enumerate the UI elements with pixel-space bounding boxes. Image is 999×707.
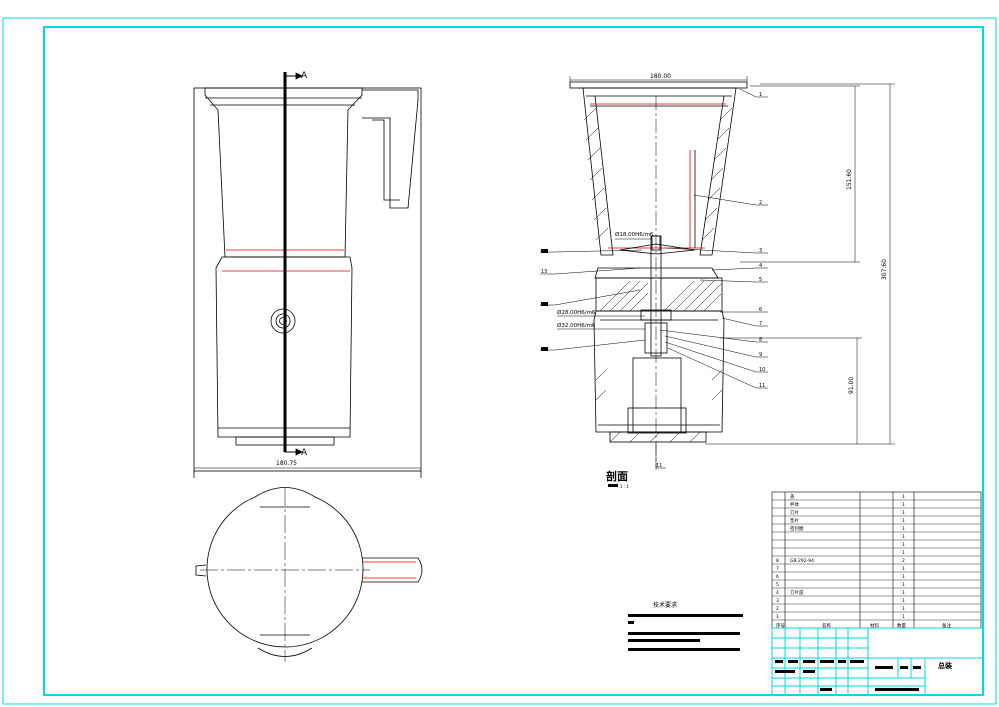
bom-cell-no: 3 (776, 598, 779, 604)
fit-bearing1: Ø28.00H6/m6 (557, 309, 596, 316)
motor (632, 357, 682, 433)
bom-cell-qty: 1 (902, 510, 905, 516)
callout-9: 9 (759, 352, 762, 358)
outer-frame (2, 17, 997, 705)
cup-base (594, 267, 719, 279)
callout-bottom: 11 (656, 463, 662, 469)
top-view-handle (362, 557, 423, 583)
bom-cell-qty: 1 (902, 550, 905, 556)
bom-cell-no: 8 (776, 558, 779, 564)
bom-cell-qty: 1 (902, 502, 905, 508)
bom-cell-qty: 1 (902, 518, 905, 524)
callout-1: 1 (759, 92, 762, 98)
section-view (569, 81, 748, 470)
bom-cell-qty: 1 (902, 614, 905, 620)
callout-10: 10 (759, 367, 765, 373)
left-callout-marks (541, 249, 548, 351)
top-view (195, 487, 423, 662)
bom-cell-qty: 1 (902, 566, 905, 572)
bom-cell-qty: 1 (902, 606, 905, 612)
callout-2: 2 (759, 200, 762, 206)
fit-shaft: Ø18.00H6/m6 (615, 231, 654, 238)
callout-3: 3 (759, 248, 762, 254)
bom-header-remark: 备注 (942, 622, 951, 629)
bom-cell-qty: 1 (902, 526, 905, 532)
bom-cell-qty: 1 (902, 542, 905, 548)
bom-cell-name: GB 292-94 (790, 558, 814, 564)
callout-5: 5 (759, 277, 762, 283)
width-bottom-dimension: 180.75 (276, 460, 297, 467)
base-foot-section (609, 431, 707, 443)
callout-7: 7 (759, 321, 762, 327)
blade (619, 243, 696, 255)
section-mark-bottom: A (301, 448, 308, 458)
bom-cell-qty: 1 (902, 590, 905, 596)
height-cup-dimension: 151.60 (846, 169, 853, 190)
section-title: 剖面 (606, 469, 628, 483)
bom-cell-no: 5 (776, 582, 779, 588)
top-view-outline (206, 487, 364, 648)
motor-mount (627, 407, 687, 434)
section-mark-top: A (301, 71, 308, 81)
lid (569, 81, 748, 89)
bom-header-material: 材料 (870, 622, 879, 629)
bom-cell-no: 4 (776, 590, 779, 596)
cup-handle (362, 89, 419, 209)
base-outline (215, 256, 353, 438)
bom-cell-name: 杯体 (790, 501, 799, 508)
bom-header-no: 序号 (776, 622, 785, 629)
bom-cell-name: 刀片座 (790, 589, 804, 596)
bom-cell-name: 盖 (790, 493, 795, 500)
notes-title: 技术要求 (653, 601, 677, 609)
bom-header-name: 名称 (822, 622, 831, 629)
bom-cell-qty: 1 (902, 582, 905, 588)
bom-cell-name: 刀片 (790, 509, 799, 516)
cup-wall-right (699, 87, 737, 256)
callout-leaders (540, 88, 768, 469)
callout-11: 11 (759, 383, 765, 389)
section-scale: 1 : 1 (620, 484, 629, 489)
inner-frame (43, 26, 984, 696)
callout-4: 4 (759, 263, 762, 269)
bom-cell-no: 6 (776, 574, 779, 580)
cup-wall-left (582, 87, 614, 256)
bom-cell-no: 7 (776, 566, 779, 572)
bom-cell-qty: 1 (902, 598, 905, 604)
title-block-name: 总装 (938, 661, 952, 670)
height-total-dimension: 307.60 (881, 259, 888, 280)
section-dimension-lines (569, 76, 895, 445)
notes-text-lines (628, 614, 743, 651)
base-knob-icon (270, 308, 296, 334)
title-block (771, 627, 984, 696)
bom-cell-qty: 1 (902, 574, 905, 580)
bom-cell-name: 垫片 (790, 517, 799, 524)
bom-cell-qty: 1 (902, 534, 905, 540)
bom-cell-name: 密封圈 (790, 525, 804, 532)
bom-cell-no: 1 (776, 614, 779, 620)
section-scale-label-mark (608, 484, 618, 487)
lower-housing (593, 310, 725, 433)
bom-cell-no: 2 (776, 606, 779, 612)
callout-8: 8 (759, 337, 762, 343)
height-base-dimension: 91.00 (848, 377, 855, 394)
bom-cell-qty: 1 (902, 494, 905, 500)
callout-6: 6 (759, 307, 762, 313)
callout-13: 13 (541, 269, 547, 275)
bom-cell-qty: 2 (902, 558, 905, 564)
front-view-envelope (193, 87, 422, 472)
bom-header-qty: 数量 (897, 622, 906, 629)
width-top-dimension: 180.00 (650, 73, 671, 80)
fit-bearing2: Ø32.00H6/m6 (557, 322, 596, 329)
front-view (193, 72, 422, 478)
title-block-marks (775, 660, 921, 691)
section-hatching (583, 107, 733, 443)
